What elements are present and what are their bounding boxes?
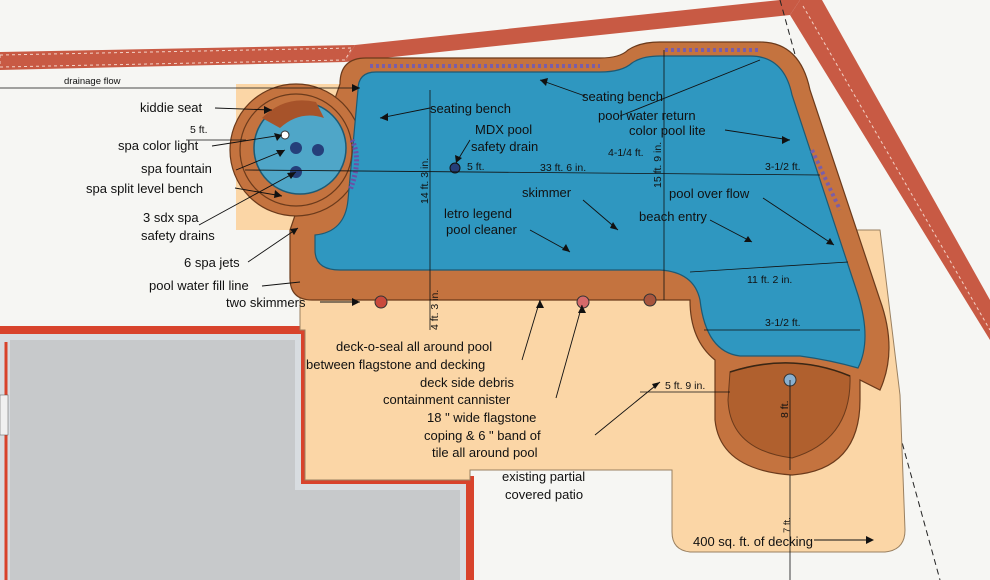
label-debris-2: containment cannister — [383, 392, 511, 407]
label-spa-jets: 6 spa jets — [184, 255, 240, 270]
dim-4ft: 4 ft. 3 in. — [429, 290, 441, 330]
dim-4-14: 4-1/4 ft. — [608, 147, 644, 159]
label-water-return: pool water return — [598, 108, 696, 123]
dim-11ft: 11 ft. 2 in. — [747, 274, 792, 286]
label-patio-1: existing partial — [502, 469, 585, 484]
label-sdx-line2: safety drains — [141, 228, 215, 243]
label-two-skimmers: two skimmers — [226, 295, 306, 310]
dim-spa-width: 5 ft. — [190, 124, 208, 136]
label-deck-seal-1: deck-o-seal all around pool — [336, 339, 492, 354]
label-drainage-flow: drainage flow — [64, 76, 121, 87]
label-decking: 400 sq. ft. of decking — [693, 534, 813, 549]
arrowheads — [264, 78, 874, 544]
label-color-pool-lite: color pool lite — [629, 123, 706, 138]
dim-15ft: 15 ft. 9 in. — [652, 142, 664, 188]
pool-water — [314, 55, 866, 459]
label-seating-bench-1: seating bench — [430, 101, 511, 116]
label-seating-bench-2: seating bench — [582, 89, 663, 104]
mdx-drain-icon — [449, 162, 461, 174]
debris-canister-icon — [576, 295, 590, 309]
label-spa-fountain: spa fountain — [141, 161, 212, 176]
dim-14ft: 14 ft. 3 in. — [419, 158, 431, 204]
label-flagstone-3: tile all around pool — [432, 445, 538, 460]
dim-5ft: 5 ft. — [467, 161, 485, 173]
skimmer-icon — [374, 295, 388, 309]
label-mdx-line2: safety drain — [471, 139, 538, 154]
dim-8ft: 8 ft. — [779, 400, 791, 418]
label-debris-1: deck side debris — [420, 375, 514, 390]
spa-drain-icon — [312, 144, 324, 156]
dim-3-12-bottom: 3-1/2 ft. — [765, 317, 801, 329]
skimmer-icon — [643, 293, 657, 307]
leader-lines — [198, 59, 866, 541]
existing-patio — [0, 326, 474, 580]
label-flagstone-2: coping & 6 " band of — [424, 428, 541, 443]
label-sdx-line1: 3 sdx spa — [143, 210, 199, 225]
label-fill-line: pool water fill line — [149, 278, 249, 293]
label-kiddie-seat: kiddie seat — [140, 100, 203, 115]
label-skimmer: skimmer — [522, 185, 572, 200]
label-mdx-line1: MDX pool — [475, 122, 532, 137]
dim-3-12-top: 3-1/2 ft. — [765, 161, 801, 173]
label-pool-over-flow: pool over flow — [669, 186, 750, 201]
spa-drain-icon — [290, 142, 302, 154]
dim-7ft: 7 ft. — [782, 517, 793, 533]
spa-light-icon — [280, 130, 290, 140]
label-letro-line2: pool cleaner — [446, 222, 517, 237]
dimension-lines — [0, 50, 860, 580]
label-flagstone-1: 18 " wide flagstone — [427, 410, 536, 425]
dim-33ft: 33 ft. 6 in. — [540, 162, 586, 174]
tile-band — [370, 48, 842, 211]
label-deck-seal-2: between flagstone and decking — [306, 357, 485, 372]
label-letro-line1: letro legend — [444, 206, 512, 221]
fixtures — [374, 162, 797, 387]
label-beach-entry: beach entry — [639, 209, 707, 224]
dim-5ft9: 5 ft. 9 in. — [665, 380, 705, 392]
label-spa-split-bench: spa split level bench — [86, 181, 203, 196]
label-patio-2: covered patio — [505, 487, 583, 502]
label-spa-color-light: spa color light — [118, 138, 199, 153]
